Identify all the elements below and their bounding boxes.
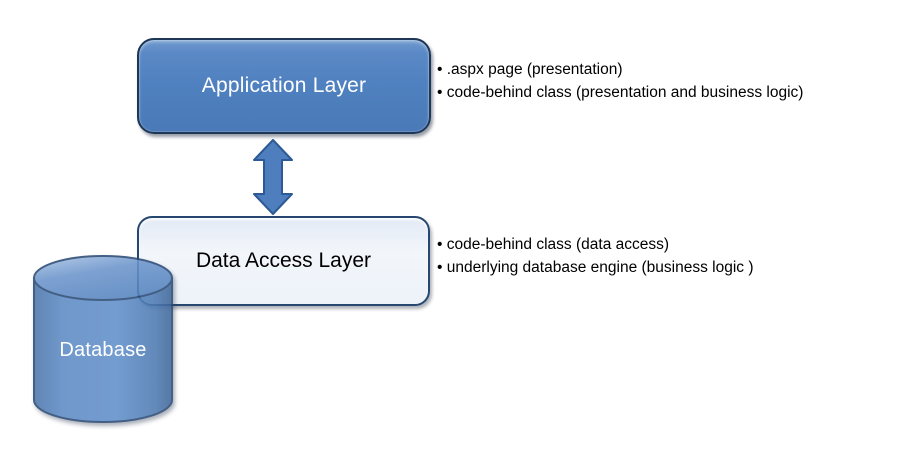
- database-cylinder-icon: [33, 255, 173, 423]
- note-item: .aspx page (presentation): [437, 58, 887, 81]
- data-access-layer-notes: code-behind class (data access) underlyi…: [437, 233, 887, 279]
- data-access-layer-label: Data Access Layer: [195, 249, 372, 272]
- note-item: underlying database engine (business log…: [437, 256, 887, 279]
- note-item: code-behind class (presentation and busi…: [437, 81, 887, 104]
- note-item: code-behind class (data access): [437, 233, 887, 256]
- double-arrow-icon: [253, 139, 293, 215]
- database-cylinder: Database: [32, 253, 176, 427]
- application-layer-notes: .aspx page (presentation) code-behind cl…: [437, 58, 887, 104]
- application-layer-box: Application Layer: [137, 38, 431, 134]
- application-layer-label: Application Layer: [201, 74, 367, 97]
- data-access-layer-box: Data Access Layer: [137, 216, 430, 306]
- database-label: Database: [59, 339, 147, 361]
